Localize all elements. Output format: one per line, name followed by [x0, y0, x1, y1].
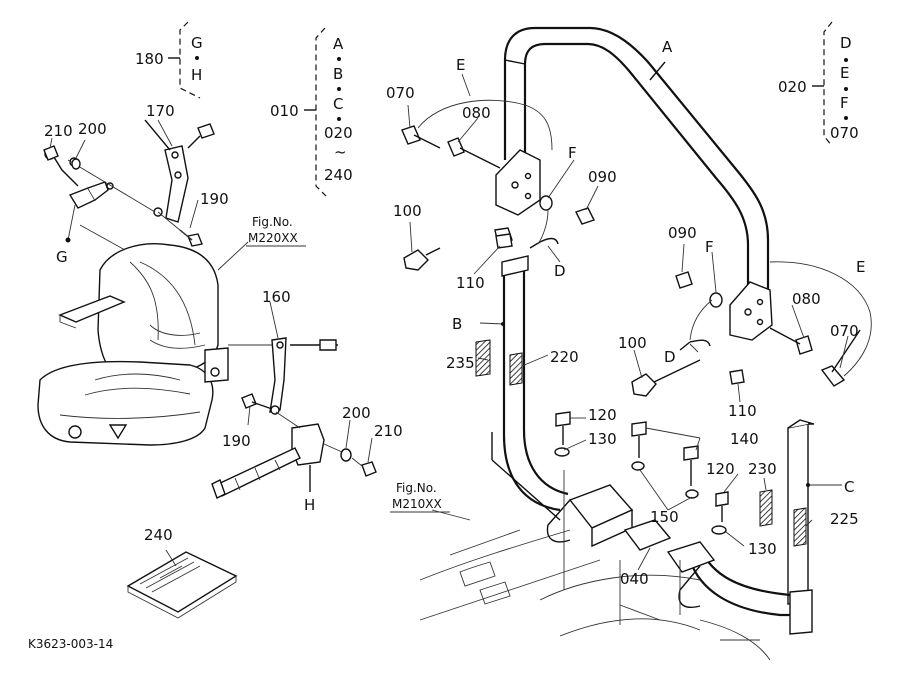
drawing-code: K3623-003-14 [28, 637, 113, 651]
label-170: 170 [146, 102, 175, 120]
rops-fasteners [401, 125, 861, 535]
label-c: C [844, 478, 854, 496]
label-130: 130 [588, 430, 617, 448]
label-100-right: 100 [618, 334, 647, 352]
label-150: 150 [650, 508, 679, 526]
seat-belt-lower-bracket [228, 337, 338, 415]
operators-manual-240 [126, 549, 238, 619]
label-080-right: 080 [792, 290, 821, 308]
fig-ref-code: M220XX [248, 231, 298, 245]
group-010-number: 010 [270, 102, 299, 120]
label-110-right: 110 [728, 402, 757, 420]
leader-lines-right [407, 73, 849, 571]
label-040: 040 [620, 570, 649, 588]
group-010-item-b: B [333, 65, 343, 83]
rops-upper-frame-a [503, 26, 770, 292]
label-190: 190 [200, 190, 229, 208]
group-010-range-tilde: ~ [334, 143, 347, 161]
label-230: 230 [748, 460, 777, 478]
label-160: 160 [262, 288, 291, 306]
label-e-right: E [856, 258, 865, 276]
rops-lower-frame-c [688, 419, 842, 635]
label-120-right: 120 [706, 460, 735, 478]
group-020-item-070: 070 [830, 124, 859, 142]
label-070: 070 [386, 84, 415, 102]
label-a: A [662, 38, 673, 56]
label-200: 200 [78, 120, 107, 138]
fig-ref-m210xx: Fig.No. M210XX [390, 481, 450, 513]
label-210: 210 [44, 122, 73, 140]
label-120: 120 [588, 406, 617, 424]
label-225: 225 [830, 510, 859, 528]
label-f: F [568, 144, 577, 162]
group-010-item-a: A [333, 35, 344, 53]
nut-210-washer-200-top [43, 145, 81, 170]
group-180-bracket: 180 G H [135, 21, 203, 99]
label-140: 140 [730, 430, 759, 448]
seat-belt-upper-bracket [144, 119, 215, 247]
group-020-item-d: D [840, 34, 852, 52]
tractor-floor-outline [419, 470, 771, 661]
label-d-right: D [664, 348, 676, 366]
label-070-right: 070 [830, 322, 859, 340]
label-220: 220 [550, 348, 579, 366]
label-100: 100 [393, 202, 422, 220]
seat-belt-buckle-g [44, 148, 156, 251]
leader-lines-left [49, 119, 373, 463]
group-180-item-g: G [191, 34, 203, 52]
group-010-item-240: 240 [324, 166, 353, 184]
label-110: 110 [456, 274, 485, 292]
rops-right-hinge [709, 281, 773, 385]
label-090-right: 090 [668, 224, 697, 242]
rops-lower-frame-b [475, 255, 569, 521]
group-010-item-020: 020 [324, 124, 353, 142]
label-h: H [304, 496, 315, 514]
label-130-right: 130 [748, 540, 777, 558]
label-090: 090 [588, 168, 617, 186]
group-020-item-e: E [840, 64, 849, 82]
label-200-lower: 200 [342, 404, 371, 422]
label-235: 235 [446, 354, 475, 372]
fig-ref-text: Fig.No. [252, 215, 293, 229]
label-f-right: F [705, 238, 714, 256]
group-010-item-c: C [333, 95, 343, 113]
label-190-lower: 190 [222, 432, 251, 450]
label-d: D [554, 262, 566, 280]
label-g: G [56, 248, 68, 266]
label-e: E [456, 56, 465, 74]
group-180-item-h: H [191, 66, 202, 84]
group-020-number: 020 [778, 78, 807, 96]
fig-ref-code: M210XX [392, 497, 442, 511]
fig-ref-m220xx: Fig.No. M220XX [246, 215, 306, 247]
label-240: 240 [144, 526, 173, 544]
group-180-number: 180 [135, 50, 164, 68]
part-labels: 210 200 170 190 G 160 190 200 210 H 240 … [44, 38, 865, 588]
rops-left-hinge [494, 149, 553, 245]
hinge-pin-lanyard-e [417, 99, 872, 377]
fig-ref-text: Fig.No. [396, 481, 437, 495]
rops-mounting-brackets [546, 484, 716, 608]
label-210-lower: 210 [374, 422, 403, 440]
label-080: 080 [462, 104, 491, 122]
seat-assembly [37, 243, 229, 446]
group-010-bracket: 010 A B C 020 ~ 240 [270, 27, 353, 197]
seat-belt-retractor-h [211, 411, 377, 499]
label-b: B [452, 315, 462, 333]
group-020-bracket: 020 D E F 070 [778, 21, 859, 147]
group-020-item-f: F [840, 94, 849, 112]
